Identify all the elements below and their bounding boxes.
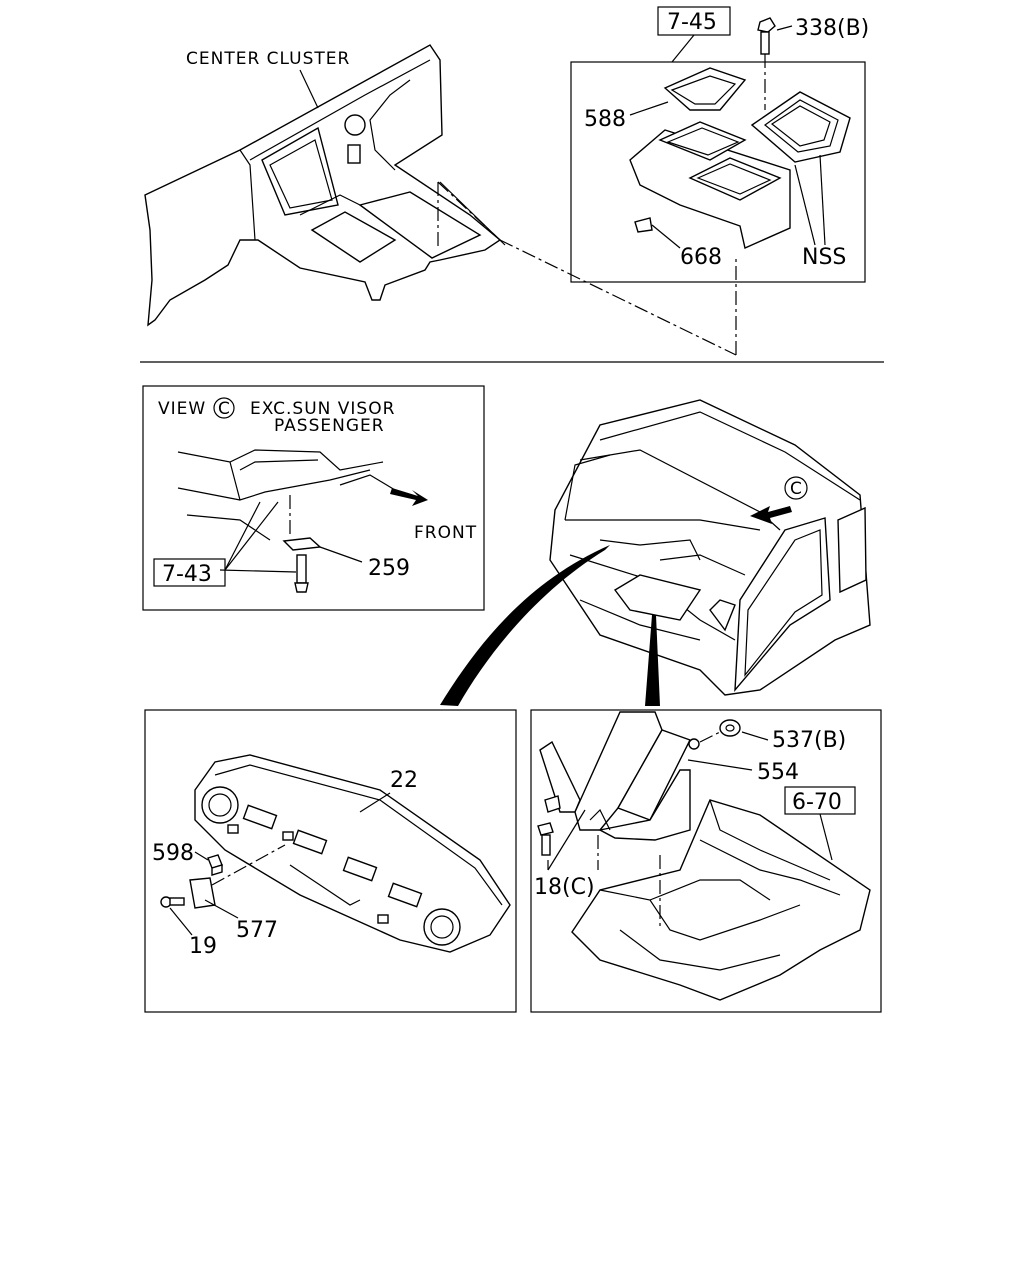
part-18c-label: 18(C) xyxy=(534,875,595,900)
front-label: FRONT xyxy=(414,523,477,543)
floor-panel-drawing xyxy=(571,799,871,1001)
part-668-label: 668 xyxy=(680,245,722,270)
connection-line xyxy=(499,239,737,356)
ref-7-45-label: 7-45 xyxy=(667,10,717,35)
cab-drawing xyxy=(549,399,871,696)
bracket-554 xyxy=(539,711,700,870)
passenger-label: PASSENGER xyxy=(274,416,385,436)
bracket-parts-box xyxy=(530,709,882,1013)
exc-sun-visor-label: EXC.SUN VISOR xyxy=(250,399,395,419)
overhead-panel-22 xyxy=(194,754,511,953)
view-c-letter: C xyxy=(218,399,231,419)
view-c-drawing xyxy=(177,449,396,593)
center-cluster-drawing xyxy=(144,44,506,327)
nut-537b xyxy=(719,719,741,737)
front-arrow xyxy=(390,488,428,506)
part-598-label: 598 xyxy=(152,841,194,866)
bracket-259 xyxy=(282,537,322,551)
callout-wedge-right xyxy=(645,615,660,706)
clip-598 xyxy=(207,854,223,876)
bolt-18c xyxy=(537,822,554,856)
ref-7-43-label: 7-43 xyxy=(162,562,212,587)
ref-7-43-box xyxy=(153,558,226,587)
callout-wedge-left xyxy=(440,545,610,706)
screw-19 xyxy=(160,896,185,908)
bezel-nss xyxy=(750,91,851,163)
ref-6-70-label: 6-70 xyxy=(792,790,842,815)
part-19-label: 19 xyxy=(189,934,217,959)
view-c-circle xyxy=(213,397,235,419)
bolt-338b xyxy=(757,17,776,110)
view-c-box xyxy=(142,385,485,611)
part-22-label: 22 xyxy=(390,768,418,793)
view-c-label: VIEW xyxy=(158,399,206,419)
center-cluster-label: CENTER CLUSTER xyxy=(186,49,350,69)
cab-c-letter: C xyxy=(790,479,803,499)
part-537b-label: 537(B) xyxy=(772,728,846,753)
cover-588 xyxy=(663,67,747,111)
part-338b-label: 338(B) xyxy=(795,16,869,41)
overhead-panel-box xyxy=(144,709,517,1013)
nss-label: NSS xyxy=(802,245,846,270)
part-577-label: 577 xyxy=(236,918,278,943)
part-554-label: 554 xyxy=(757,760,799,785)
console-668 xyxy=(629,121,791,249)
part-259-label: 259 xyxy=(368,556,410,581)
console-parts-box xyxy=(570,61,866,283)
cab-c-circle xyxy=(784,476,808,500)
view-c-arrow xyxy=(750,506,792,524)
part-588-label: 588 xyxy=(584,107,626,132)
